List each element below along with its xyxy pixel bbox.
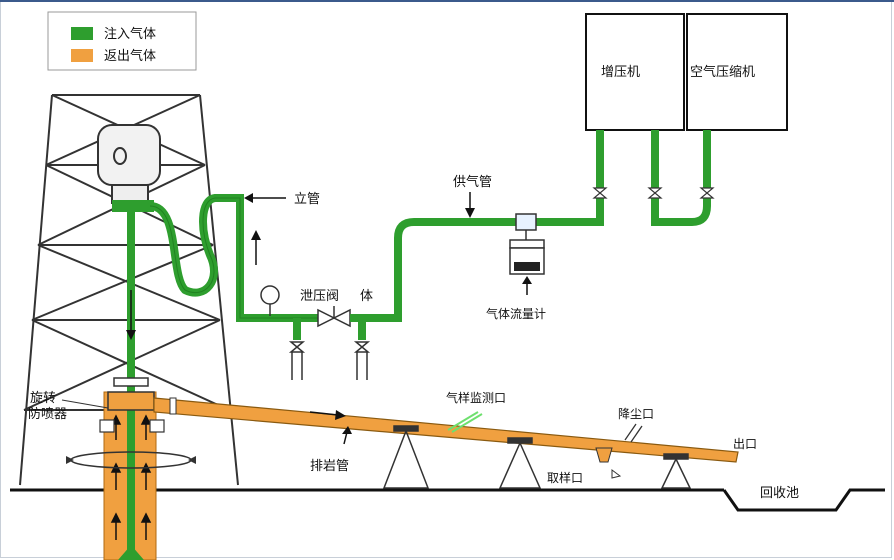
legend-return-label: 返出气体 (104, 48, 156, 64)
legend: 注入气体 返出气体 (47, 11, 197, 71)
legend-return-swatch (71, 49, 93, 62)
gas-flowmeter-label: 气体流量计 (486, 306, 546, 321)
compressor-pipes (592, 130, 715, 226)
blooie-line (153, 397, 739, 479)
air-compressor-label: 空气压缩机 (690, 64, 755, 80)
blooie-supports (382, 425, 692, 489)
standpipe-label: 立管 (294, 192, 320, 207)
top-border (0, 0, 894, 2)
booster-box (585, 13, 685, 131)
sampling-port-label: 取样口 (547, 470, 583, 485)
booster-label: 增压机 (601, 65, 640, 80)
sample-monitor-port-label: 气样监测口 (446, 390, 506, 405)
kelly-hose (149, 194, 320, 322)
pressure-gauge (260, 285, 280, 316)
blooie-line-label: 排岩管 (310, 459, 349, 474)
injection-drill-string (112, 200, 154, 395)
rotating-bop (61, 377, 196, 469)
relief-valve-symbol (317, 306, 351, 328)
rotating-bop-label-2: 防喷器 (28, 406, 67, 422)
relief-valve-label: 泄压阀 (300, 289, 339, 304)
relief-drains (288, 318, 371, 380)
rotating-bop-label-1: 旋转 (30, 391, 56, 406)
gas-flowmeter (509, 213, 545, 295)
outlet-label: 出口 (733, 437, 757, 451)
wellbore-return (103, 391, 157, 560)
recovery-pit-label: 回收池 (760, 486, 799, 501)
legend-inject-label: 注入气体 (104, 26, 156, 42)
dust-port-label: 降尘口 (618, 407, 654, 421)
gas-supply-pipe (350, 196, 604, 322)
relief-valve-label-suffix: 体 (360, 289, 373, 304)
gas-supply-pipe-label: 供气管 (453, 174, 492, 190)
legend-inject-swatch (71, 27, 93, 40)
air-compressor-box (686, 13, 788, 131)
